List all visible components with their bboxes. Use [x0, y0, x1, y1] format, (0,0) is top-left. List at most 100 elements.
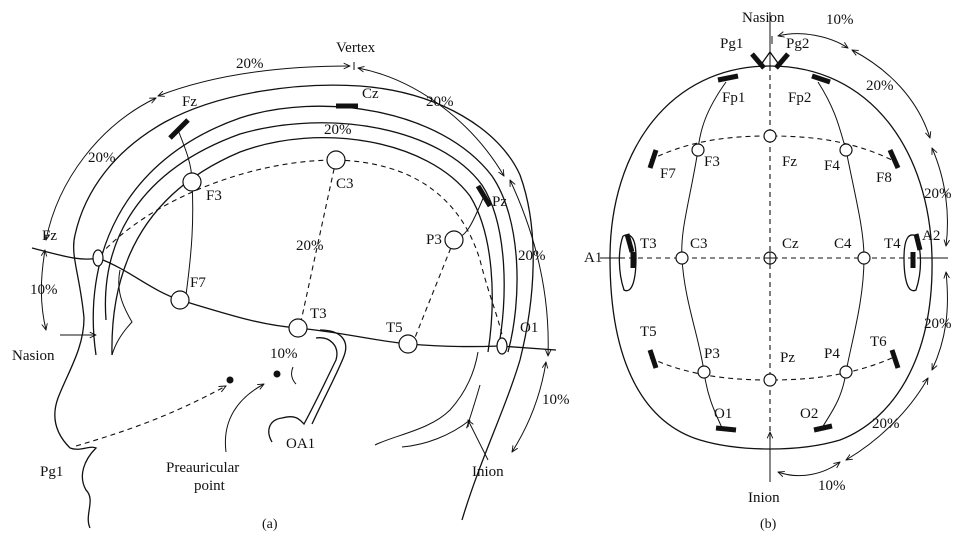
caption-a: (a): [262, 517, 278, 532]
arc-top-right: [358, 68, 504, 176]
electrode-f7: [170, 290, 190, 310]
electrode-p3-b: [697, 365, 711, 379]
electrode-pz: [475, 184, 493, 208]
electrode-o1-b: [715, 425, 737, 433]
label-b-t4: T4: [884, 236, 901, 252]
arc-b-top: [778, 34, 848, 48]
label-b-fp1: Fp1: [722, 90, 745, 106]
label-b-o2: O2: [800, 406, 818, 422]
label-t5: T5: [386, 320, 403, 336]
panel-b-top-view: Nasion Inion Pg1 Pg2 Fp1 Fp2 F7 F3 Fz F4…: [584, 10, 952, 532]
panel-a-side-view: Vertex Cz Fz Fz F3 C3 P3 Pz F7 T3 T5 O1 …: [12, 40, 570, 532]
line-c3-t3: [299, 159, 337, 327]
arc-b-upper-right: [852, 50, 930, 138]
electrode-o2-b: [813, 423, 833, 433]
electrode-p3: [444, 230, 464, 250]
electrode-t5: [398, 334, 418, 354]
label-b-p3: P3: [704, 346, 720, 362]
electrode-pz-b: [763, 373, 777, 387]
electrode-o1: [496, 337, 508, 355]
arc-inion-gap: [512, 362, 546, 452]
label-b-pct-bottom: 10%: [818, 478, 846, 494]
label-c3: C3: [336, 176, 354, 192]
label-b-pct-right-lower-mid: 20%: [924, 316, 952, 332]
label-oa1: OA1: [286, 436, 315, 452]
label-b-pz: Pz: [780, 350, 795, 366]
arc-nasion-gap: [41, 250, 46, 330]
label-b-pg1: Pg1: [720, 36, 743, 52]
arc-frontal: [649, 135, 893, 161]
label-pct-inner-top: 20%: [324, 122, 352, 138]
electrode-c3: [326, 150, 346, 170]
arc-b-lower-right: [846, 378, 928, 460]
label-b-t6: T6: [870, 334, 887, 350]
ear-left: [618, 234, 637, 292]
label-pg1: Pg1: [40, 464, 63, 480]
inion-arrow: [468, 420, 489, 461]
label-vertex: Vertex: [336, 40, 376, 56]
label-fz-front: Fz: [42, 228, 57, 244]
electrode-p4-b: [839, 365, 853, 379]
label-preauricular-2: point: [194, 478, 226, 494]
label-b-pct-top: 10%: [826, 12, 854, 28]
label-b-cz: Cz: [782, 236, 799, 252]
label-pct-top-left: 20%: [236, 56, 264, 72]
head-outline: [54, 84, 534, 521]
electrode-fz-front: [92, 249, 104, 267]
label-pct-top-right: 20%: [426, 94, 454, 110]
label-b-o1: O1: [714, 406, 732, 422]
label-p3: P3: [426, 232, 442, 248]
label-pct-left-upper: 20%: [88, 150, 116, 166]
label-b-inion: Inion: [748, 490, 780, 506]
label-b-f4: F4: [824, 158, 840, 174]
electrode-f7-b: [647, 149, 659, 169]
ear-outline: [268, 337, 338, 443]
arc-b-right-upper-mid: [932, 148, 947, 246]
chin-outline: [69, 446, 98, 529]
arc-b-right-lower-mid: [932, 272, 947, 370]
ear-right: [903, 234, 922, 292]
label-b-p4: P4: [824, 346, 840, 362]
label-b-a2: A2: [922, 228, 940, 244]
neck-shape: [374, 351, 481, 446]
label-b-pg2: Pg2: [786, 36, 809, 52]
label-nasion: Nasion: [12, 348, 55, 364]
electrode-t3-b-upper: [624, 233, 635, 253]
neck-shape-2: [401, 419, 471, 448]
electrode-c3-b: [675, 251, 689, 265]
label-b-f8: F8: [876, 170, 892, 186]
label-pct-center-vertical: 20%: [296, 238, 324, 254]
pg1-dashed-line: [75, 386, 226, 447]
label-b-nasion: Nasion: [742, 10, 785, 26]
label-f7: F7: [190, 275, 206, 291]
arc-b-bottom: [778, 462, 840, 476]
electrode-pg2-b: [774, 52, 790, 70]
caption-b: (b): [760, 517, 777, 532]
electrode-pg1-b: [750, 52, 766, 70]
arc-parietal: [649, 357, 893, 381]
brow-shape: [111, 269, 133, 356]
label-b-fp2: Fp2: [788, 90, 811, 106]
electrode-fp2-b: [811, 73, 831, 85]
electrode-t5-b: [647, 349, 659, 369]
preauricular-arrow: [224, 384, 264, 453]
electrode-fz-upper: [168, 118, 190, 140]
electrode-c4-b: [857, 251, 871, 265]
electrode-fp1-b: [717, 73, 739, 83]
ear-curl: [291, 366, 297, 385]
scalp-arc-2: [104, 122, 505, 351]
label-b-pct-upper-right: 20%: [866, 78, 894, 94]
arc-top-left: [158, 66, 350, 96]
label-pct-right-middle: 20%: [518, 248, 546, 264]
label-b-pct-lower-right: 20%: [872, 416, 900, 432]
arc-right-middle: [510, 180, 548, 356]
line-p3-t5: [413, 239, 455, 341]
label-b-f3: F3: [704, 154, 720, 170]
label-b-a1: A1: [584, 250, 602, 266]
ear-outline-inner: [311, 329, 347, 425]
label-pct-nasion-gap: 10%: [30, 282, 58, 298]
electrode-f3-b: [691, 143, 705, 157]
label-preauricular-1: Preauricular: [166, 460, 239, 476]
arc-left-upper: [46, 98, 156, 240]
